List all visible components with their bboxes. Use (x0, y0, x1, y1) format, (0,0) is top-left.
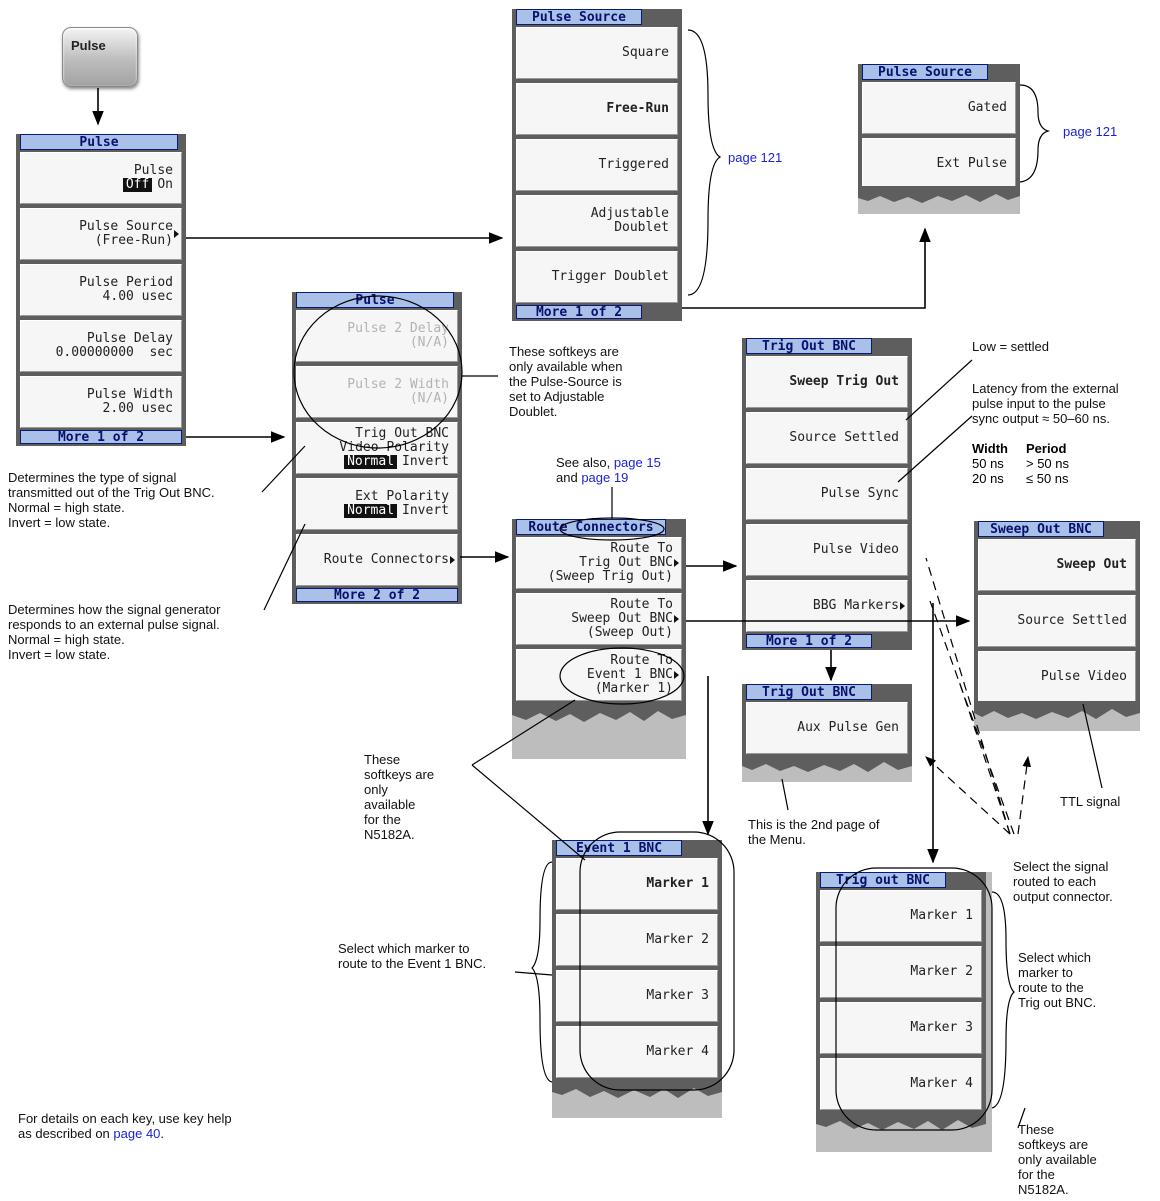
menu-title: Event 1 BNC (556, 840, 682, 856)
square-softkey[interactable]: Square (516, 27, 678, 79)
source-settled-softkey[interactable]: Source Settled (746, 412, 908, 464)
pulse2-width-softkey[interactable]: Pulse 2 Width(N/A) (296, 366, 458, 418)
marker1-softkey[interactable]: Marker 1 (556, 858, 718, 910)
more-softkey[interactable]: More 1 of 2 (516, 305, 642, 319)
torn-edge (512, 701, 686, 722)
brace-event1 (531, 861, 553, 1083)
menu-title: Pulse (296, 292, 454, 308)
menu-title: Trig Out BNC (746, 684, 872, 700)
pulse-video-softkey[interactable]: Pulse Video (978, 651, 1136, 703)
ext-normal-state: Normal (344, 504, 398, 518)
pulse-source-menu-page1: Pulse Source Square Free-Run Triggered A… (512, 9, 682, 321)
aux-pulse-gen-softkey[interactable]: Aux Pulse Gen (746, 702, 908, 754)
torn-edge (816, 1110, 986, 1130)
pulse-video-softkey[interactable]: Pulse Video (746, 524, 908, 576)
more-softkey[interactable]: More 1 of 2 (746, 634, 872, 648)
page-121-link-b[interactable]: page 121 (1063, 124, 1118, 139)
ext-pulse-softkey[interactable]: Ext Pulse (862, 138, 1016, 190)
see-also-note: See also, page 15 and page 19 (556, 455, 661, 485)
page-15-link[interactable]: page 15 (613, 455, 661, 470)
trig-out-markers-menu: Trig out BNC Marker 1 Marker 2 Marker 3 … (816, 872, 992, 1152)
marker1-softkey[interactable]: Marker 1 (820, 890, 982, 942)
pulse-menu-page2: Pulse Pulse 2 Delay(N/A) Pulse 2 Width(N… (292, 292, 462, 604)
details-note: For details on each key, use key help as… (18, 1111, 232, 1141)
bbg-markers-softkey[interactable]: BBG Markers (746, 580, 908, 632)
menu-title: Pulse Source (862, 64, 988, 80)
route-connectors-softkey[interactable]: Route Connectors (296, 534, 458, 586)
sweep-out-softkey[interactable]: Sweep Out (978, 539, 1136, 591)
sweep-out-menu: Sweep Out BNC Sweep Out Source Settled P… (974, 521, 1140, 731)
torn-edge (858, 186, 1020, 203)
more-softkey[interactable]: More 2 of 2 (296, 588, 458, 602)
marker3-softkey[interactable]: Marker 3 (820, 1002, 982, 1054)
menu-title: Route Connectors (516, 519, 666, 535)
brace-trig-out (991, 891, 1015, 1109)
trig-out-menu-page1: Trig Out BNC Sweep Trig Out Source Settl… (742, 338, 912, 650)
pulse-off-state: Off (122, 178, 153, 192)
pulse-source-menu-page2: Pulse Source Gated Ext Pulse (858, 64, 1020, 214)
marker2-softkey[interactable]: Marker 2 (820, 946, 982, 998)
pulse-sync-softkey[interactable]: Pulse Sync (746, 468, 908, 520)
trig-out-menu-page2: Trig Out BNC Aux Pulse Gen (742, 684, 912, 782)
menu-title: Sweep Out BNC (978, 521, 1104, 537)
pulse-hardkey-label: Pulse (71, 38, 106, 53)
marker3-softkey[interactable]: Marker 3 (556, 970, 718, 1022)
page-40-link[interactable]: page 40 (113, 1126, 161, 1141)
torn-edge (742, 754, 912, 772)
video-normal-state: Normal (344, 455, 398, 469)
marker2-softkey[interactable]: Marker 2 (556, 914, 718, 966)
sweep-trig-out-softkey[interactable]: Sweep Trig Out (746, 356, 908, 408)
menu-title: Pulse Source (516, 9, 642, 25)
trigger-doublet-softkey[interactable]: Trigger Doublet (516, 251, 678, 303)
pulse-source-softkey[interactable]: Pulse Source(Free-Run) (20, 208, 182, 260)
page-19-link[interactable]: page 19 (581, 470, 629, 485)
triggered-softkey[interactable]: Triggered (516, 139, 678, 191)
ttl-signal-note: TTL signal (1060, 794, 1121, 809)
page-121-link-a[interactable]: page 121 (728, 150, 783, 165)
marker4-softkey[interactable]: Marker 4 (820, 1058, 982, 1110)
more-softkey[interactable]: More 1 of 2 (20, 430, 182, 444)
event1-menu: Event 1 BNC Marker 1 Marker 2 Marker 3 M… (552, 840, 722, 1118)
menu-title: Trig Out BNC (746, 338, 872, 354)
brace-pulse-source2 (1019, 84, 1051, 183)
arrow-more-to-pulse-source2 (682, 227, 931, 309)
brace-pulse-source1 (687, 29, 722, 296)
marker4-softkey[interactable]: Marker 4 (556, 1026, 718, 1078)
pulse2-delay-softkey[interactable]: Pulse 2 Delay(N/A) (296, 310, 458, 362)
gated-softkey[interactable]: Gated (862, 82, 1016, 134)
menu-title: Trig out BNC (820, 872, 946, 888)
low-settled-note: Low = settled (972, 339, 1049, 354)
source-settled-softkey[interactable]: Source Settled (978, 595, 1136, 647)
pulse-hardkey[interactable]: Pulse (62, 27, 138, 87)
menu-title: Pulse (20, 134, 178, 150)
torn-edge (974, 701, 1140, 719)
free-run-softkey[interactable]: Free-Run (516, 83, 678, 135)
torn-edge (552, 1078, 722, 1098)
